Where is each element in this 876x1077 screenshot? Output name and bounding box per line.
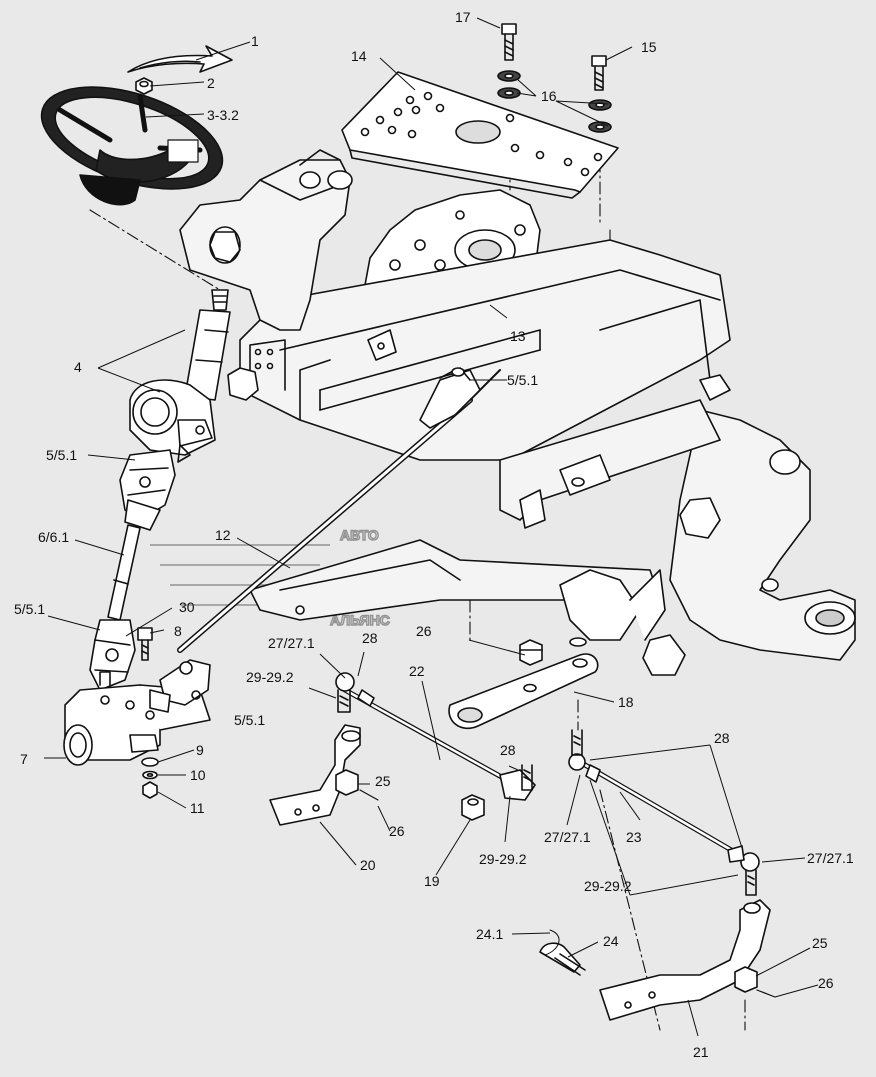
callout-label: 10 [190, 767, 206, 783]
callout-label: 27/27.1 [268, 635, 315, 651]
steering-wheel [40, 86, 224, 206]
nut-19 [461, 794, 485, 821]
bolt-8 [137, 627, 153, 661]
callout-labels: 1 2 3-3.2 4 5/5.1 5/5.1 5/5.1 5/5.1 6/6.… [14, 9, 854, 1060]
nut-26-top [519, 637, 587, 666]
callout-label: 27/27.1 [807, 850, 854, 866]
callout-label: 4 [74, 359, 82, 375]
callout-label: 25 [375, 773, 391, 789]
callout-label: 21 [693, 1044, 709, 1060]
upper-universal-joint [119, 449, 176, 531]
callout-label: 8 [174, 623, 182, 639]
callout-label: 25 [812, 935, 828, 951]
bolt-24 [539, 929, 586, 976]
steering-arm-20 [269, 724, 379, 826]
callout-label: 17 [455, 9, 471, 25]
callout-label: 1 [251, 33, 259, 49]
callout-label: 26 [389, 823, 405, 839]
callout-label: 29-29.2 [246, 669, 294, 685]
callout-label: 3-3.2 [207, 107, 239, 123]
callout-label: 28 [714, 730, 730, 746]
callout-label: 26 [416, 623, 432, 639]
callout-label: 24 [603, 933, 619, 949]
callout-label: 9 [196, 742, 204, 758]
callout-label: 14 [351, 48, 367, 64]
steering-column [129, 289, 231, 463]
callout-label: 22 [409, 663, 425, 679]
callout-label: 18 [618, 694, 634, 710]
callout-label: 28 [500, 742, 516, 758]
callout-label: 29-29.2 [584, 878, 632, 894]
lower-universal-joint [89, 619, 136, 691]
chassis-frame [177, 149, 856, 676]
callout-label: 20 [360, 857, 376, 873]
steering-line-art [40, 23, 856, 1031]
intermediate-shaft [107, 524, 141, 621]
leader-lines [44, 17, 819, 1037]
mounting-plate [341, 71, 619, 199]
pitman-arm [448, 653, 599, 730]
callout-label: 16 [541, 88, 557, 104]
callout-label: 5/5.1 [46, 447, 77, 463]
callout-label: 23 [626, 829, 642, 845]
tie-rod-23 [568, 729, 760, 896]
callout-label: 6/6.1 [38, 529, 69, 545]
callout-label: 5/5.1 [234, 712, 265, 728]
gearbox-fasteners [141, 757, 159, 799]
callout-label: 24.1 [476, 926, 503, 942]
callout-label: 2 [207, 75, 215, 91]
callout-label: 26 [818, 975, 834, 991]
watermark-line2: АЛЬЯНС [330, 612, 390, 628]
callout-label: 5/5.1 [14, 601, 45, 617]
steering-arm-21 [599, 899, 776, 1021]
callout-label: 27/27.1 [544, 829, 591, 845]
callout-label: 5/5.1 [507, 372, 538, 388]
watermark-line1: АВТО [340, 527, 379, 543]
callout-label: 12 [215, 527, 231, 543]
plate-bolts [497, 23, 612, 133]
callout-label: 28 [362, 630, 378, 646]
callout-label: 13 [510, 328, 526, 344]
watermark: АВТО АЛЬЯНС [150, 526, 391, 629]
callout-label: 29-29.2 [479, 851, 527, 867]
callout-label: 30 [179, 599, 195, 615]
callout-label: 7 [20, 751, 28, 767]
callout-label: 11 [190, 800, 205, 816]
part-cover [127, 45, 233, 73]
callout-label: 19 [424, 873, 440, 889]
callout-label: 15 [641, 39, 657, 55]
drag-link-joint [149, 659, 211, 713]
